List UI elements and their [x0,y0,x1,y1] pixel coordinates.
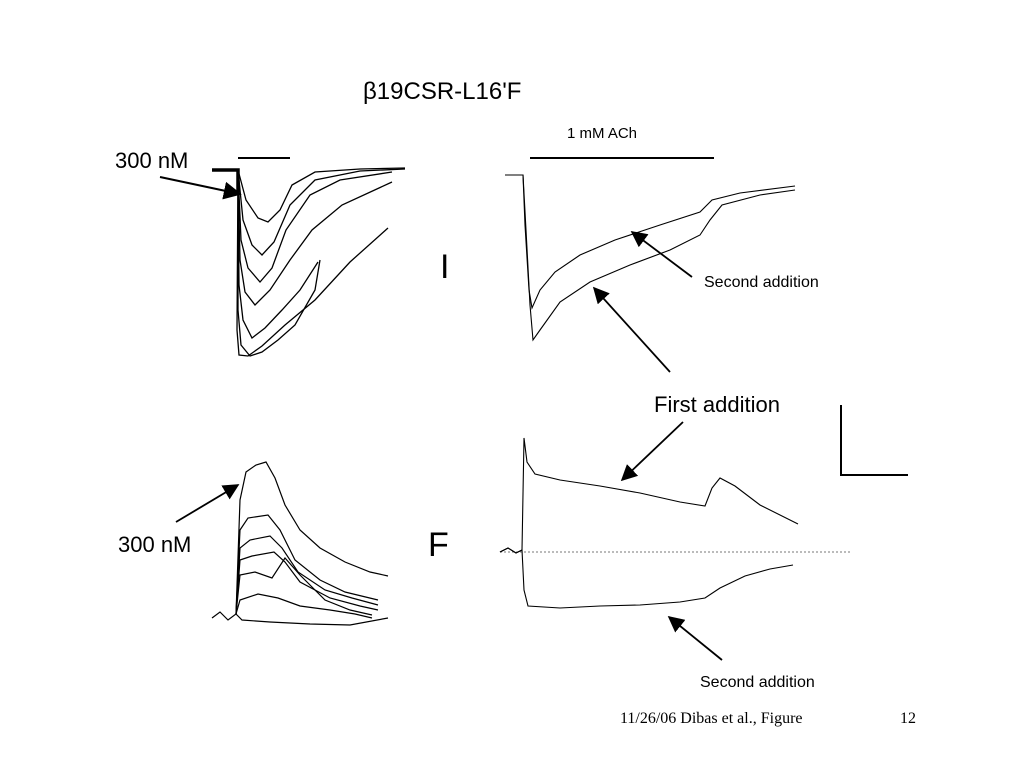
second-addition-fluorescence [499,547,794,609]
panel-label-current: I [440,248,450,286]
fluorescence-trace [235,593,373,619]
agonist-bar-label: 1 mM ACh [567,125,638,142]
fluorescence-trace [235,514,379,615]
second-addition-trace [505,174,796,310]
annotation-second-addition-top: Second addition [704,274,819,291]
current-trace [236,169,389,357]
footer-citation: 11/26/06 Dibas et al., Figure [620,710,803,727]
current-trace [237,168,406,256]
figure-title: β19CSR-L16'F [363,78,522,105]
arrow-300nm-bottom [175,484,240,523]
scale-bar [840,405,908,476]
fluorescence-traces-right [499,437,799,609]
fluorescence-trace [235,613,389,626]
concentration-label-bottom: 300 nM [118,532,192,557]
current-trace [237,170,321,357]
first-addition-trace [505,174,796,342]
fluorescence-trace [235,551,379,615]
current-trace [237,169,393,306]
concentration-label-top: 300 nM [115,148,189,173]
arrow-second-addition-bottom [667,615,723,661]
current-trace [237,169,393,283]
current-traces-right [505,157,796,342]
fluorescence-traces-left [211,461,389,626]
annotation-second-addition-bottom: Second addition [700,674,815,691]
annotation-first-addition: First addition [654,392,780,417]
fluorescence-trace [235,535,379,615]
arrow-second-addition-top [630,231,693,278]
current-trace [237,169,319,339]
current-trace [237,167,406,223]
fluorescence-trace [211,461,389,621]
arrow-first-addition-bottom [620,421,684,482]
arrow-first-addition-top [592,286,671,373]
page-number: 12 [900,710,916,727]
panel-label-fluorescence: F [428,526,449,564]
arrow-300nm-top [159,176,242,200]
fluorescence-trace [235,557,373,616]
current-traces-left [212,157,406,357]
